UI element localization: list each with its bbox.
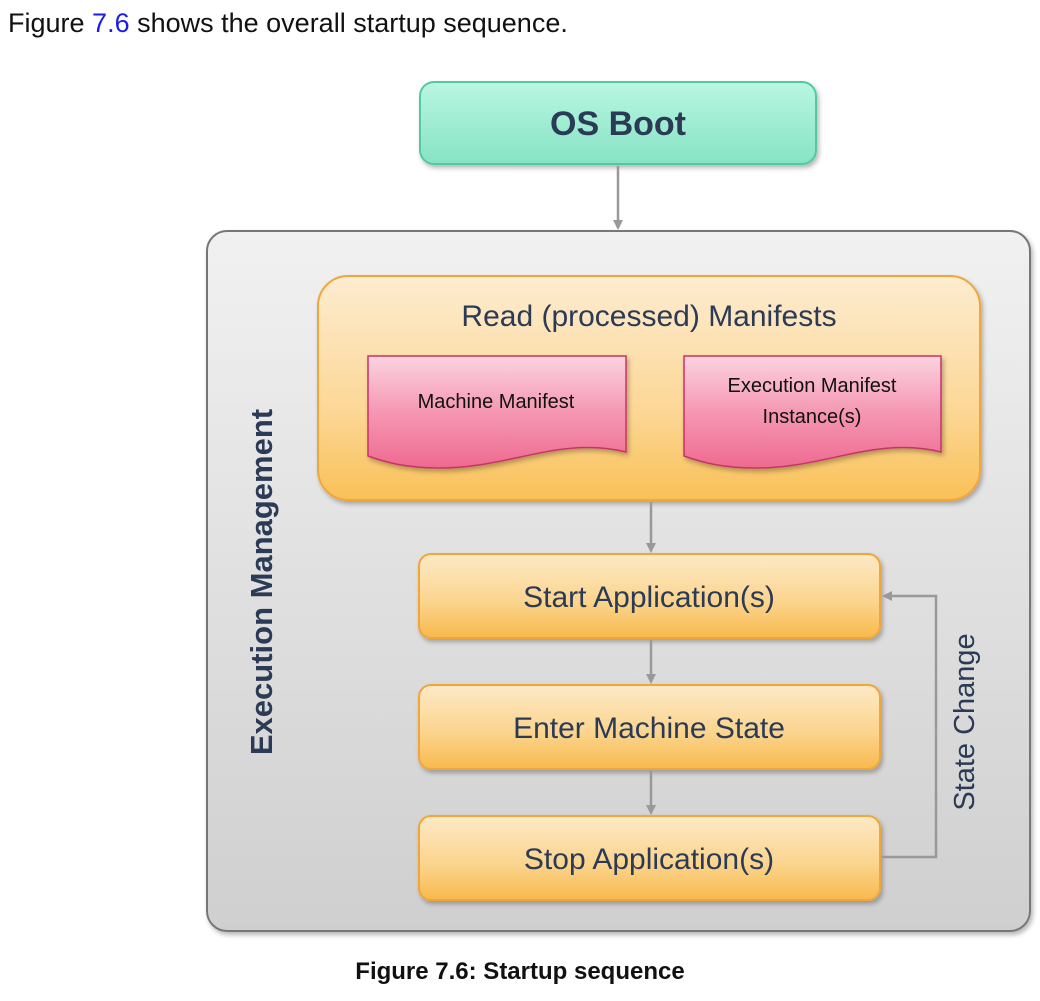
start-applications-label: Start Application(s): [523, 581, 775, 614]
intro-text: Figure 7.6 shows the overall startup seq…: [8, 8, 568, 39]
state-change-label: State Change: [949, 633, 981, 810]
intro-prefix: Figure: [8, 8, 93, 38]
state-change-loop-arrow: [882, 591, 938, 859]
machine-manifest-document: Machine Manifest: [367, 355, 627, 469]
execution-manifest-document: Execution Manifest Instance(s): [683, 355, 942, 469]
intro-suffix: shows the overall startup sequence.: [129, 8, 568, 38]
enter-machine-state-node: Enter Machine State: [418, 684, 881, 770]
os-boot-node: OS Boot: [419, 81, 817, 165]
execution-manifest-label-line2: Instance(s): [763, 406, 862, 428]
stop-applications-label: Stop Application(s): [524, 843, 774, 876]
os-boot-label: OS Boot: [550, 105, 686, 143]
stop-applications-node: Stop Application(s): [418, 815, 881, 901]
start-applications-node: Start Application(s): [418, 553, 881, 639]
read-manifests-label: Read (processed) Manifests: [461, 300, 836, 333]
execution-manifest-label-line1: Execution Manifest: [728, 375, 897, 397]
machine-manifest-label: Machine Manifest: [418, 391, 575, 413]
execution-management-label: Execution Management: [244, 409, 279, 755]
enter-machine-state-label: Enter Machine State: [513, 712, 785, 745]
figure-caption: Figure 7.6: Startup sequence: [355, 958, 685, 985]
figure-reference-link[interactable]: 7.6: [92, 8, 130, 38]
